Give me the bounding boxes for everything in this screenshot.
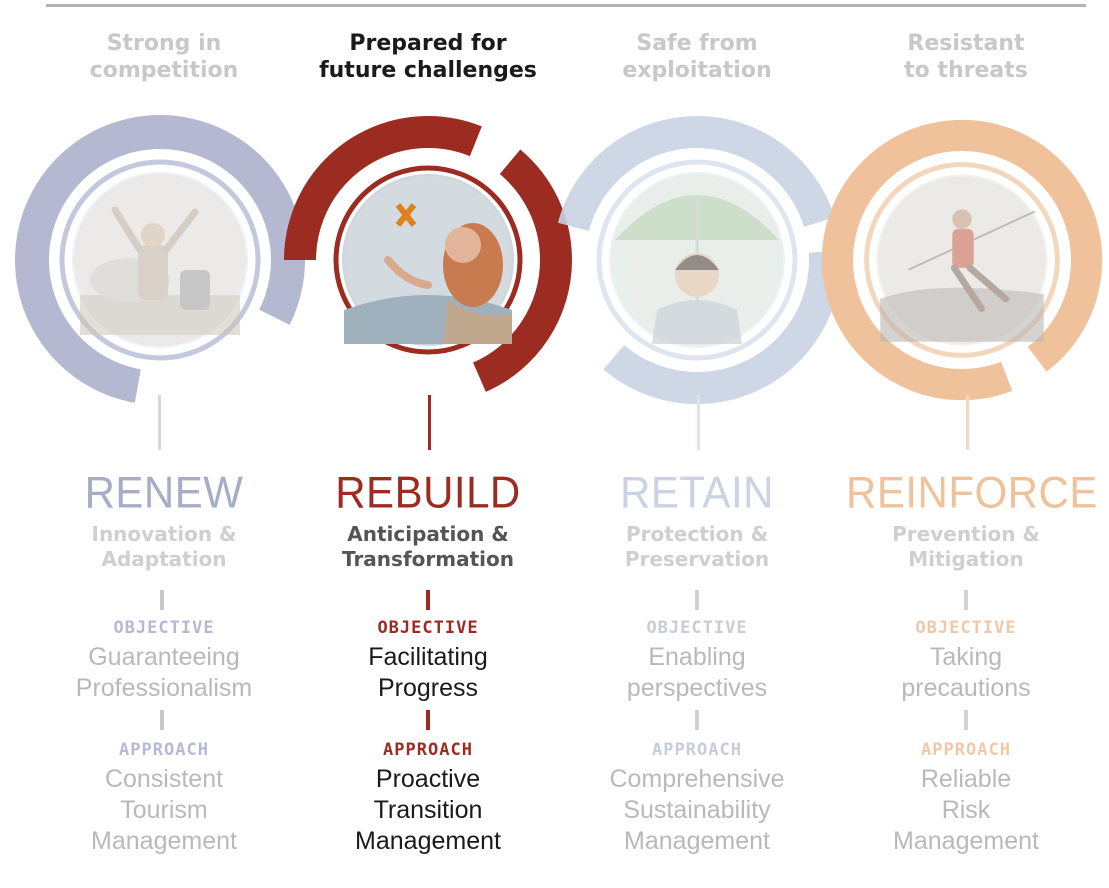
column-retain: Safe from exploitation RETAIN Protection… [553, 0, 841, 888]
objective-text: Enabling perspectives [626, 643, 768, 702]
approach-label: APPROACH [119, 740, 209, 760]
ring-stem [966, 395, 969, 450]
objective-label: OBJECTIVE [915, 618, 1017, 638]
woman-with-butterfly-photo [344, 176, 512, 344]
objective-label: OBJECTIVE [377, 618, 479, 638]
column-rebuild: Prepared for future challenges REBUILD A… [284, 0, 572, 888]
objective-label: OBJECTIVE [113, 618, 215, 638]
tagline: Resistant to threats [904, 31, 1028, 83]
ring-reinforce [821, 119, 1103, 401]
tagline: Prepared for future challenges [319, 31, 537, 83]
pillar-subtitle: Anticipation & Transformation [342, 522, 514, 571]
objective-label: OBJECTIVE [646, 618, 748, 638]
approach-label: APPROACH [921, 740, 1011, 760]
ring-stem [697, 395, 700, 450]
separator [964, 590, 968, 610]
separator [964, 710, 968, 730]
tagline: Strong in competition [89, 31, 239, 83]
column-renew: Strong in competition RENEW Innovation &… [15, 0, 305, 888]
separator [426, 590, 430, 610]
pillar-name: RENEW [84, 467, 244, 518]
separator [160, 590, 164, 610]
pillar-subtitle: Protection & Preservation [624, 522, 770, 571]
pillar-name: REINFORCE [846, 467, 1098, 518]
separator [426, 710, 430, 730]
ring-stem [428, 395, 431, 450]
pillar-subtitle: Innovation & Adaptation [91, 522, 237, 571]
tagline: Safe from exploitation [622, 31, 772, 83]
ring-stem [158, 395, 161, 450]
pillar-name: REBUILD [335, 467, 521, 518]
approach-text: Reliable Risk Management [893, 765, 1039, 855]
objective-text: Taking precautions [901, 643, 1031, 702]
approach-text: Consistent Tourism Management [91, 765, 237, 855]
celebrating-hiker-photo [74, 174, 246, 346]
climber-on-rope-photo [878, 176, 1046, 344]
pillar-name: RETAIN [620, 467, 774, 518]
top-divider [46, 4, 1086, 7]
ring-rebuild [284, 116, 572, 404]
separator [160, 710, 164, 730]
separator [695, 590, 699, 610]
approach-text: Comprehensive Sustainability Management [609, 765, 785, 855]
pillar-subtitle: Prevention & Mitigation [892, 522, 1040, 571]
approach-label: APPROACH [652, 740, 742, 760]
ring-retain [553, 116, 841, 404]
column-reinforce: Resistant to threats REINFORCE Preventio… [821, 0, 1103, 888]
objective-text: Facilitating Progress [368, 643, 488, 702]
approach-text: Proactive Transition Management [355, 765, 501, 855]
approach-label: APPROACH [383, 740, 473, 760]
separator [695, 710, 699, 730]
objective-text: Guaranteeing Professionalism [75, 643, 253, 702]
ring-renew [15, 115, 305, 405]
child-under-umbrella-photo [611, 174, 783, 346]
